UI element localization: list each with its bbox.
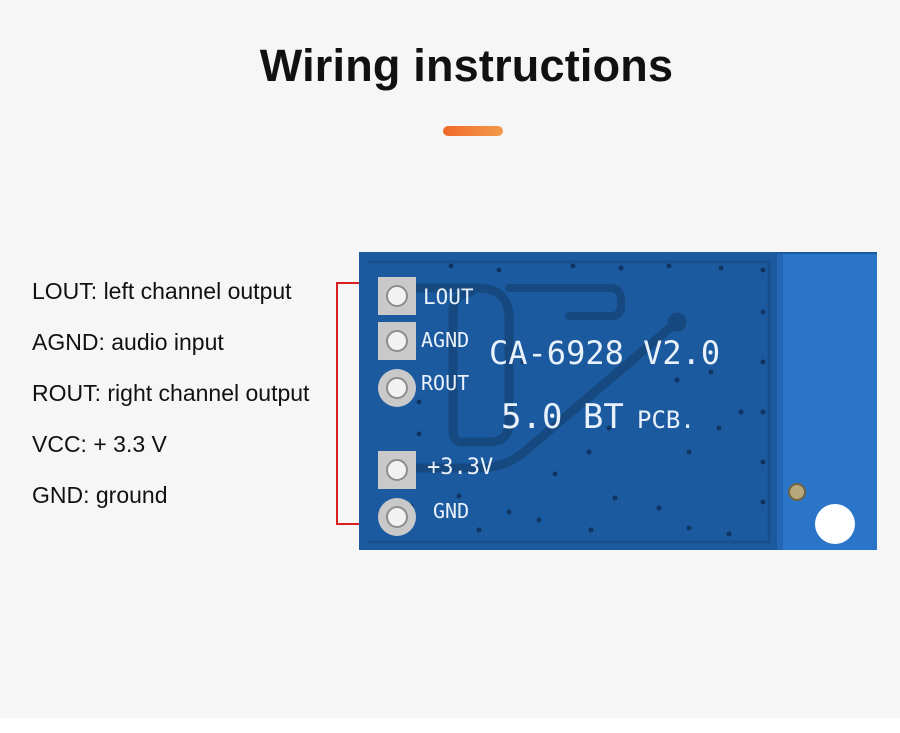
legend-item-vcc: VCC: + 3.3 V — [32, 431, 167, 457]
legend-item-lout: LOUT: left channel output — [32, 278, 292, 304]
page-title: Wiring instructions — [259, 40, 674, 91]
silk-label-gnd: GND — [433, 499, 469, 523]
silk-label-rout: ROUT — [421, 371, 469, 395]
bottom-strip — [0, 718, 900, 733]
trace-lout — [392, 283, 514, 447]
title-underline-bar — [443, 126, 503, 136]
antenna-small-hole — [788, 483, 806, 501]
antenna-area — [777, 254, 877, 550]
antenna-area-edge — [777, 254, 783, 550]
silk-pcb-text: PCB. — [637, 406, 695, 434]
antenna-mount-hole — [815, 504, 855, 544]
pad-rout-hole — [386, 377, 408, 399]
pad-lout-hole — [386, 285, 408, 307]
pad-vcc-hole — [386, 459, 408, 481]
silk-model-text: CA-6928 V2.0 — [489, 334, 720, 372]
pin-legend: LOUT: left channel output AGND: audio in… — [32, 276, 309, 531]
trace-via — [667, 312, 687, 332]
silk-label-agnd: AGND — [421, 328, 469, 352]
bluetooth-module-board: LOUT AGND ROUT +3.3V GND CA-6928 V2.0 5.… — [359, 252, 877, 550]
silk-label-vcc: +3.3V — [427, 455, 493, 480]
pin-bracket — [336, 282, 361, 525]
legend-item-rout: ROUT: right channel output — [32, 380, 310, 406]
silk-bt-text: 5.0 BT — [501, 397, 624, 437]
pad-agnd-hole — [386, 330, 408, 352]
legend-item-agnd: AGND: audio input — [32, 329, 224, 355]
ground-plane-outline — [367, 260, 771, 544]
silk-label-lout: LOUT — [423, 285, 474, 309]
trace-vcc — [394, 317, 682, 473]
pad-gnd-hole — [386, 506, 408, 528]
via-holes — [408, 263, 766, 537]
trace-loop — [505, 284, 625, 320]
legend-item-gnd: GND: ground — [32, 482, 168, 508]
